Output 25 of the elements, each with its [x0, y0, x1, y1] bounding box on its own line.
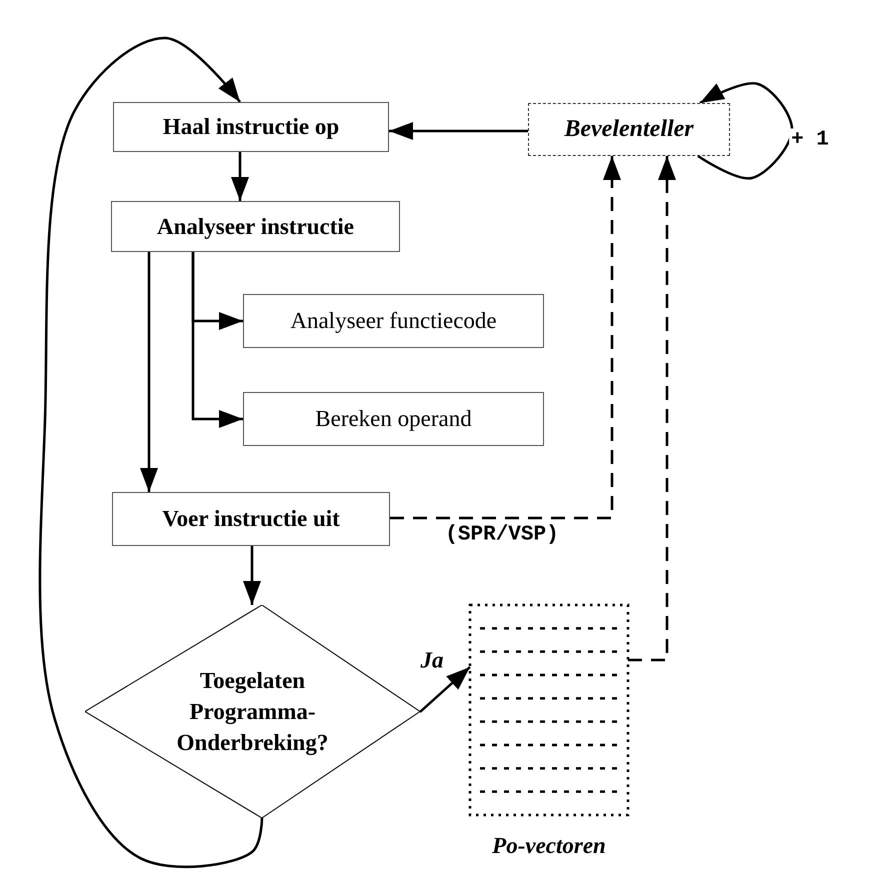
arrow: [140, 252, 158, 492]
arrow: [389, 122, 528, 140]
arrow: [192, 252, 243, 428]
arrow: [419, 666, 471, 713]
table-caption: Po-vectoren: [492, 832, 606, 860]
step-label: Bevelenteller: [564, 116, 694, 143]
arrow: [231, 152, 249, 201]
step-label: Analyseer instructie: [157, 214, 354, 240]
step-label: Haal instructie op: [162, 114, 340, 140]
arrow: [697, 82, 794, 180]
register-box: [528, 103, 730, 156]
process-box: [243, 392, 544, 446]
step-label: Analyseer functiecode: [290, 308, 497, 334]
step-label: Bereken operand: [315, 406, 472, 432]
process-box: [113, 102, 389, 152]
process-box: [243, 294, 544, 348]
arrow: [390, 156, 621, 520]
decision-text: Toegelaten Programma-Onderbreking?: [176, 666, 330, 758]
process-box: [111, 201, 400, 252]
arrow: [628, 156, 676, 662]
arrow: [38, 36, 264, 868]
step-label: Voer instructie uit: [162, 506, 340, 532]
edge-label: Ja: [420, 647, 444, 673]
arrow: [243, 546, 261, 605]
process-box: [112, 492, 390, 546]
